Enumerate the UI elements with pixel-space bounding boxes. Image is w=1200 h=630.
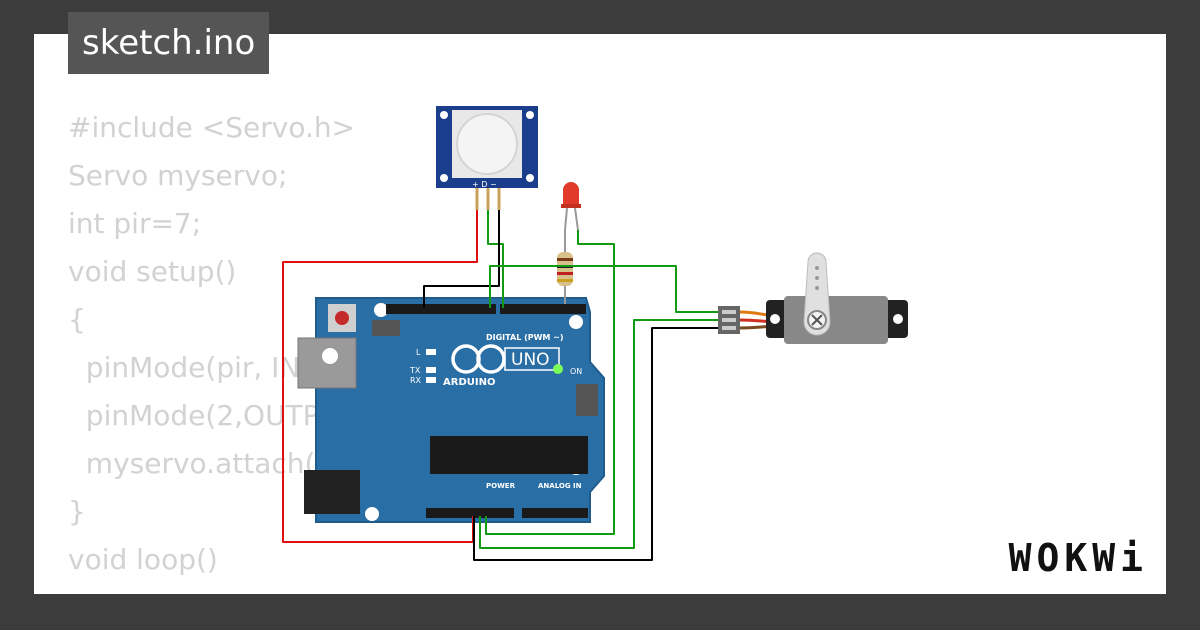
wire-green bbox=[489, 265, 718, 313]
mount-hole bbox=[322, 348, 338, 364]
code-line: void setup() bbox=[68, 255, 237, 288]
pir-sensor[interactable]: + D − bbox=[436, 106, 538, 210]
code-editor[interactable]: #include <Servo.h> Servo myservo; int pir=… bbox=[68, 104, 378, 594]
power-label: POWER bbox=[486, 482, 516, 490]
digital-header-left bbox=[386, 304, 496, 314]
servo-motor[interactable] bbox=[718, 252, 908, 344]
power-jack bbox=[304, 470, 360, 514]
digital-label: DIGITAL (PWM ~) bbox=[486, 333, 564, 342]
power-header bbox=[426, 508, 514, 518]
red-led[interactable] bbox=[561, 182, 581, 231]
wire-green bbox=[479, 319, 718, 549]
code-line: int pir=7; bbox=[68, 207, 202, 240]
code-line: } bbox=[68, 495, 86, 528]
wire-green bbox=[487, 210, 504, 308]
pir-pin-labels: + D − bbox=[472, 180, 497, 189]
code-line: { bbox=[68, 584, 378, 594]
power-led-icon bbox=[553, 364, 563, 374]
mount-hole bbox=[365, 507, 379, 521]
preview-card: #include <Servo.h> Servo myservo; int pir=… bbox=[34, 34, 1166, 594]
microcontroller-chip bbox=[430, 436, 588, 474]
wokwi-logo: WOKWi bbox=[1008, 536, 1148, 580]
board-name: UNO bbox=[511, 350, 550, 370]
wires bbox=[282, 210, 718, 561]
analog-header bbox=[522, 508, 588, 518]
l-label: L bbox=[416, 348, 421, 357]
mount-hole bbox=[374, 303, 388, 317]
tx-label: TX bbox=[409, 366, 421, 375]
wire-green bbox=[485, 230, 615, 535]
screw-icon bbox=[811, 314, 823, 326]
pir-dome-icon bbox=[456, 113, 518, 175]
wire-black bbox=[423, 210, 500, 308]
code-line: void loop() bbox=[68, 543, 218, 576]
on-label: ON bbox=[570, 367, 582, 376]
wire-black bbox=[473, 327, 718, 561]
led-icon bbox=[563, 182, 579, 206]
code-line: { bbox=[68, 303, 86, 336]
brand-text: ARDUINO bbox=[443, 377, 495, 388]
resistor[interactable] bbox=[557, 230, 573, 304]
rx-label: RX bbox=[410, 376, 422, 385]
arduino-uno-board[interactable]: DIGITAL (PWM ~) UNO ARDUINO ON L TX RX P… bbox=[297, 297, 605, 523]
file-tab[interactable]: sketch.ino bbox=[68, 12, 270, 74]
code-line: #include <Servo.h> bbox=[68, 111, 356, 144]
analog-label: ANALOG IN bbox=[538, 482, 582, 490]
mount-hole bbox=[569, 315, 583, 329]
code-line: Servo myservo; bbox=[68, 159, 288, 192]
digital-header-right bbox=[500, 304, 586, 314]
